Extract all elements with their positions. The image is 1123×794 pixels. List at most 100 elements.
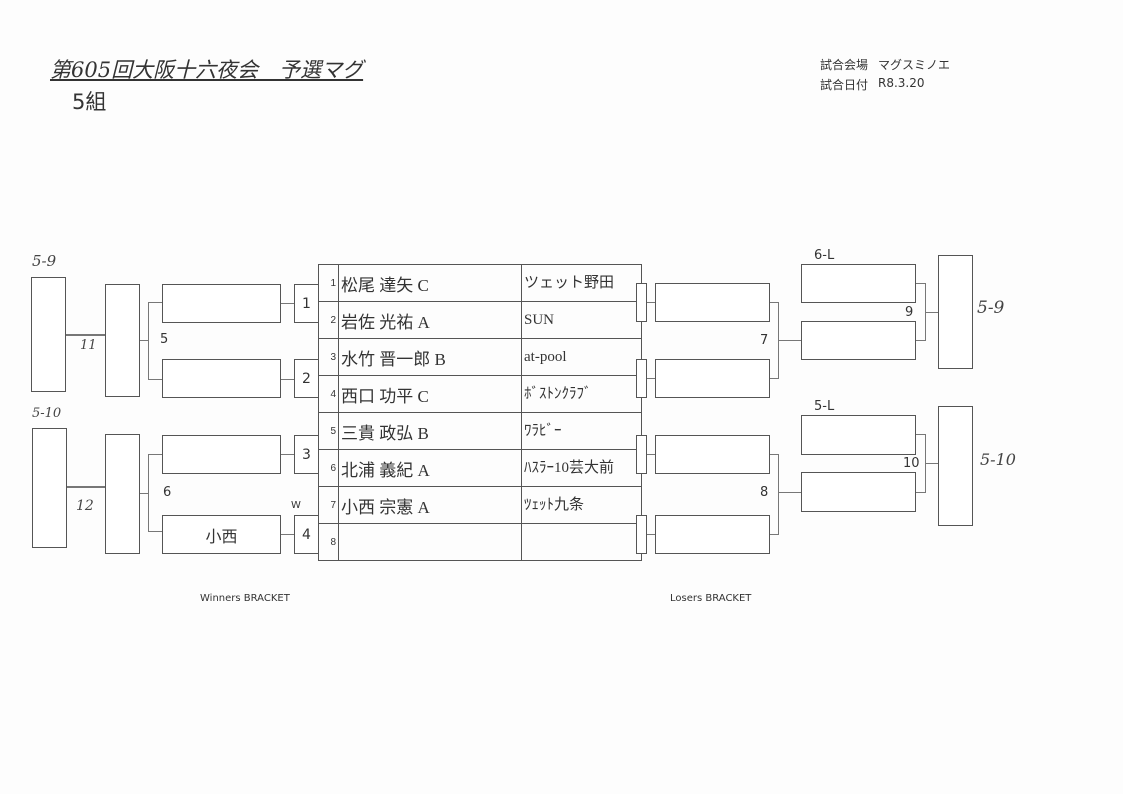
team-name bbox=[521, 523, 642, 561]
connector bbox=[281, 303, 294, 304]
winners-round3-box-bottom[interactable] bbox=[105, 434, 140, 554]
losers-round1-box-1[interactable] bbox=[655, 283, 770, 322]
connector bbox=[770, 378, 779, 379]
match-1-box[interactable]: 1 bbox=[294, 284, 319, 323]
seed-number: 5 bbox=[318, 412, 339, 450]
losers-out-bottom: 5-10 bbox=[980, 450, 1016, 469]
match-4-box[interactable]: 4 bbox=[294, 515, 319, 554]
connector bbox=[281, 379, 294, 380]
losers-final-box-top[interactable] bbox=[938, 255, 973, 369]
seed-number: 6 bbox=[318, 449, 339, 487]
date-value: R8.3.20 bbox=[878, 76, 925, 90]
losers-round2-box-4[interactable] bbox=[801, 472, 916, 512]
losers-round1-box-3[interactable] bbox=[655, 435, 770, 474]
winners-round2-box-4[interactable]: 小西 bbox=[162, 515, 281, 554]
losers-in-top: 6-L bbox=[814, 248, 835, 263]
losers-bracket-label: Losers BRACKET bbox=[670, 593, 752, 604]
group-label: 5組 bbox=[72, 90, 107, 114]
losers-in-bottom: 5-L bbox=[814, 399, 835, 414]
team-name: ﾎﾞｽﾄﾝｸﾗﾌﾞ bbox=[521, 375, 642, 413]
player-row: 8 bbox=[318, 523, 642, 561]
connector bbox=[66, 334, 105, 336]
losers-round1-box-4[interactable] bbox=[655, 515, 770, 554]
connector bbox=[148, 302, 162, 303]
seed-number: 8 bbox=[318, 523, 339, 561]
connector bbox=[647, 378, 655, 379]
connector bbox=[770, 534, 779, 535]
connector bbox=[281, 454, 294, 455]
player-name: 松尾 達矢 C bbox=[338, 264, 522, 302]
connector bbox=[925, 463, 938, 464]
seed-number: 1 bbox=[318, 264, 339, 302]
losers-slot-1 bbox=[636, 283, 647, 322]
player-name: 西口 功平 C bbox=[338, 375, 522, 413]
match-8-label: 8 bbox=[760, 485, 769, 500]
winners-final-box-top[interactable] bbox=[31, 277, 66, 392]
losers-slot-4 bbox=[636, 515, 647, 554]
winners-round3-box-top[interactable] bbox=[105, 284, 140, 397]
connector bbox=[140, 340, 148, 341]
losers-round2-box-2[interactable] bbox=[801, 321, 916, 360]
connector bbox=[770, 302, 779, 303]
seed-number: 4 bbox=[318, 375, 339, 413]
winners-round2-box-3[interactable] bbox=[162, 435, 281, 474]
connector bbox=[770, 454, 779, 455]
venue-value: マグスミノエ bbox=[878, 58, 951, 72]
connector bbox=[148, 454, 162, 455]
connector bbox=[647, 302, 655, 303]
connector bbox=[140, 493, 148, 494]
connector bbox=[916, 340, 925, 341]
losers-out-top: 5-9 bbox=[977, 298, 1005, 318]
losers-slot-2 bbox=[636, 359, 647, 398]
bracket-line bbox=[148, 454, 149, 532]
winner-mark: W bbox=[291, 500, 301, 511]
winners-bracket-label: Winners BRACKET bbox=[200, 593, 290, 604]
match-10-label: 10 bbox=[903, 456, 920, 471]
bracket-line bbox=[778, 454, 779, 535]
match-2-box[interactable]: 2 bbox=[294, 359, 319, 398]
losers-final-box-bottom[interactable] bbox=[938, 406, 973, 526]
seed-number: 3 bbox=[318, 338, 339, 376]
connector bbox=[148, 531, 162, 532]
connector bbox=[647, 534, 655, 535]
winners-out-bottom: 5-10 bbox=[32, 406, 62, 421]
venue-label: 試合会場 bbox=[820, 58, 869, 72]
winners-round2-box-1[interactable] bbox=[162, 284, 281, 323]
losers-round1-box-2[interactable] bbox=[655, 359, 770, 398]
match-12-label: 12 bbox=[76, 498, 94, 514]
player-name bbox=[338, 523, 522, 561]
team-name: SUN bbox=[521, 301, 642, 339]
losers-slot-3 bbox=[636, 435, 647, 474]
team-name: ﾊｽﾗｰ10芸大前 bbox=[521, 449, 642, 487]
losers-round2-box-3[interactable] bbox=[801, 415, 916, 455]
winners-round2-box-2[interactable] bbox=[162, 359, 281, 398]
connector bbox=[925, 312, 938, 313]
player-name: 北浦 義紀 A bbox=[338, 449, 522, 487]
team-name: ﾂｪｯﾄ九条 bbox=[521, 486, 642, 524]
connector bbox=[281, 534, 294, 535]
player-name: 小西 宗憲 A bbox=[338, 486, 522, 524]
seed-number: 2 bbox=[318, 301, 339, 339]
losers-round2-box-1[interactable] bbox=[801, 264, 916, 303]
connector bbox=[67, 486, 105, 488]
player-name: 三貴 政弘 B bbox=[338, 412, 522, 450]
team-name: at-pool bbox=[521, 338, 642, 376]
bracket-line bbox=[148, 302, 149, 379]
team-name: ツェット野田 bbox=[521, 264, 642, 302]
date-label: 試合日付 bbox=[820, 78, 869, 92]
match-6-label: 6 bbox=[163, 485, 172, 500]
match-3-box[interactable]: 3 bbox=[294, 435, 319, 474]
winners-final-box-bottom[interactable] bbox=[32, 428, 67, 548]
page-title: 第605回大阪十六夜会 予選マグ bbox=[50, 58, 364, 82]
team-name: ﾜﾗﾋﾞｰ bbox=[521, 412, 642, 450]
player-name: 水竹 晋一郎 B bbox=[338, 338, 522, 376]
connector bbox=[916, 434, 925, 435]
